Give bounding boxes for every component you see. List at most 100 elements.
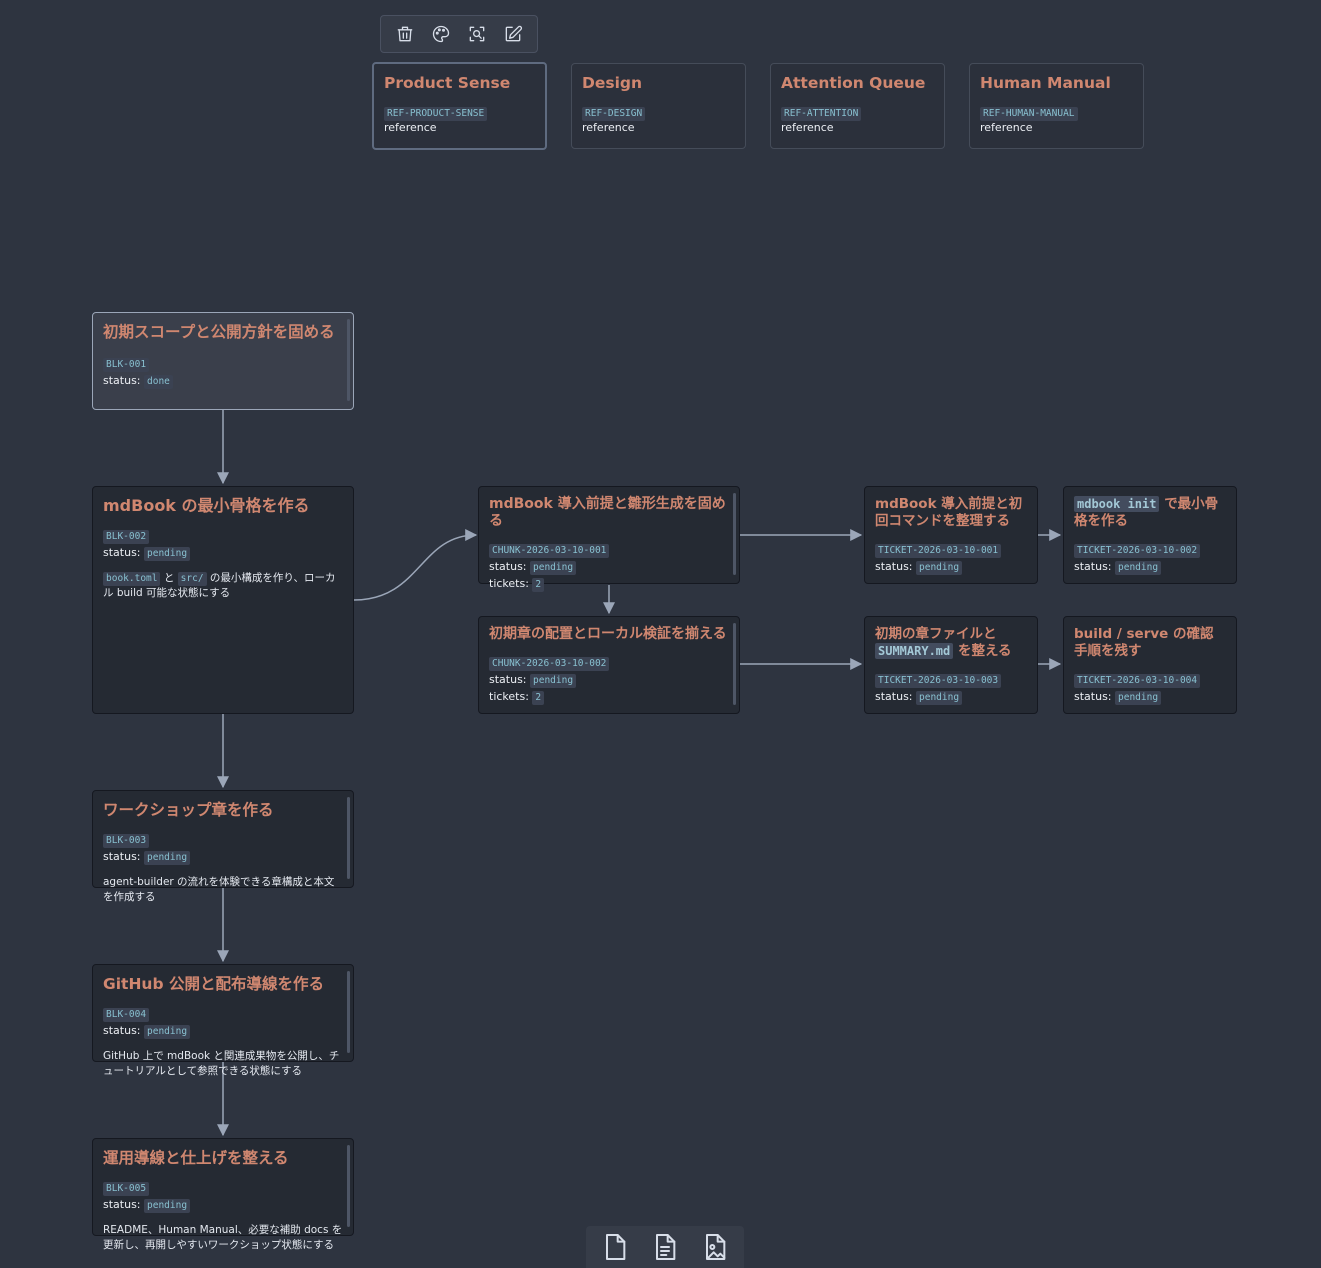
node-description: agent-builder の流れを体験できる章構成と本文を作成する [103, 876, 335, 903]
zoom-fit-icon [469, 26, 485, 42]
title-text: で最小骨格を作る [1074, 496, 1219, 529]
delete-button[interactable] [391, 20, 419, 48]
reference-node-product-sense[interactable]: Product Sense REF-PRODUCT-SENSE referenc… [372, 62, 547, 150]
status-label: status: [875, 690, 913, 703]
title-code: SUMMARY.md [875, 643, 954, 659]
node-id: REF-PRODUCT-SENSE [384, 107, 488, 121]
tickets-label: tickets: [489, 690, 529, 703]
desc-code: src/ [177, 572, 207, 586]
desc-code: book.toml [103, 572, 161, 586]
palette-icon [432, 25, 450, 43]
node-status: status: done [103, 373, 343, 389]
ticket-node-004[interactable]: build / serve の確認手順を残す TICKET-2026-03-10… [1063, 616, 1237, 714]
node-id: REF-DESIGN [582, 107, 646, 121]
block-node-blk-001[interactable]: 初期スコープと公開方針を固める BLK-001 status: done [92, 312, 354, 410]
status-badge: pending [1115, 561, 1162, 575]
node-scrollbar[interactable] [733, 493, 736, 575]
desc-text: の最小構成を作り、ローカル build 可能な状態にする [103, 572, 336, 599]
ticket-node-003[interactable]: 初期の章ファイルと SUMMARY.md を整える TICKET-2026-03… [864, 616, 1038, 714]
status-label: status: [489, 673, 527, 686]
block-node-blk-005[interactable]: 運用導線と仕上げを整える BLK-005 status: pending REA… [92, 1138, 354, 1251]
chunk-node-002[interactable]: 初期章の配置とローカル検証を揃える CHUNK-2026-03-10-002 s… [478, 616, 740, 714]
status-label: status: [103, 374, 141, 387]
node-status: status: pending [489, 672, 729, 688]
add-media-node-button[interactable] [695, 1227, 735, 1267]
node-ticket-count: tickets: 2 [489, 689, 729, 705]
status-badge: pending [530, 674, 577, 688]
node-status: status: pending [103, 849, 343, 865]
status-label: status: [1074, 690, 1112, 703]
node-id: TICKET-2026-03-10-003 [875, 674, 1002, 688]
title-code: mdbook init [1074, 496, 1160, 512]
node-scrollbar[interactable] [347, 319, 350, 401]
status-badge: pending [144, 851, 191, 865]
status-label: status: [489, 560, 527, 573]
node-status: status: pending [1074, 559, 1226, 575]
node-scrollbar[interactable] [347, 1145, 350, 1227]
node-description: GitHub 上で mdBook と関連成果物を公開し、チュートリアルとして参照… [103, 1050, 340, 1077]
edge-blk002-chunk001 [353, 529, 478, 601]
status-label: status: [103, 1024, 141, 1037]
status-label: status: [103, 850, 141, 863]
add-blank-node-button[interactable] [595, 1227, 635, 1267]
ticket-node-001[interactable]: mdBook 導入前提と初回コマンドを整理する TICKET-2026-03-1… [864, 486, 1038, 584]
status-label: status: [103, 546, 141, 559]
node-title: mdBook 導入前提と初回コマンドを整理する [875, 496, 1023, 529]
node-description: book.toml と src/ の最小構成を作り、ローカル build 可能な… [103, 571, 343, 601]
node-id: TICKET-2026-03-10-001 [875, 544, 1002, 558]
node-title: Design [582, 74, 643, 92]
tickets-label: tickets: [489, 577, 529, 590]
status-badge: pending [530, 561, 577, 575]
node-scrollbar[interactable] [347, 797, 350, 879]
add-text-node-button[interactable] [645, 1227, 685, 1267]
node-id: BLK-003 [103, 834, 150, 848]
reference-node-design[interactable]: Design REF-DESIGN reference [571, 63, 746, 149]
node-id: REF-HUMAN-MANUAL [980, 107, 1078, 121]
node-title: mdBook 導入前提と雛形生成を固める [489, 496, 726, 529]
status-label: status: [103, 1198, 141, 1211]
node-title: Attention Queue [781, 74, 926, 92]
node-title: mdbook init で最小骨格を作る [1074, 496, 1226, 530]
status-label: status: [1074, 560, 1112, 573]
color-button[interactable] [427, 20, 455, 48]
node-status: status: pending [1074, 689, 1226, 705]
node-id: REF-ATTENTION [781, 107, 862, 121]
node-title: ワークショップ章を作る [103, 801, 274, 819]
node-id: BLK-001 [103, 358, 150, 372]
edit-icon [505, 25, 523, 42]
status-badge: pending [916, 691, 963, 705]
node-kind: reference [781, 121, 834, 134]
status-badge: pending [916, 561, 963, 575]
node-id: BLK-004 [103, 1008, 150, 1022]
node-ticket-count: tickets: 2 [489, 576, 729, 592]
node-status: status: pending [103, 1023, 343, 1039]
node-status: status: pending [875, 559, 1027, 575]
node-status: status: pending [103, 545, 343, 561]
status-label: status: [875, 560, 913, 573]
title-text: 初期の章ファイルと [875, 626, 997, 642]
node-title: build / serve の確認手順を残す [1074, 626, 1214, 659]
block-node-blk-004[interactable]: GitHub 公開と配布導線を作る BLK-004 status: pendin… [92, 964, 354, 1077]
block-node-blk-003[interactable]: ワークショップ章を作る BLK-003 status: pending agen… [92, 790, 354, 903]
reference-node-attention-queue[interactable]: Attention Queue REF-ATTENTION reference [770, 63, 945, 149]
node-id: BLK-002 [103, 530, 150, 544]
node-title: 初期章の配置とローカル検証を揃える [489, 626, 727, 642]
block-node-blk-002[interactable]: mdBook の最小骨格を作る BLK-002 status: pending … [92, 486, 354, 714]
node-kind: reference [582, 121, 635, 134]
node-title: 初期スコープと公開方針を固める [103, 323, 335, 341]
text-file-icon [656, 1234, 676, 1260]
ticket-node-002[interactable]: mdbook init で最小骨格を作る TICKET-2026-03-10-0… [1063, 486, 1237, 584]
chunk-node-001[interactable]: mdBook 導入前提と雛形生成を固める CHUNK-2026-03-10-00… [478, 486, 740, 592]
node-id: CHUNK-2026-03-10-001 [489, 544, 610, 558]
zoom-to-fit-button[interactable] [463, 20, 491, 48]
node-id: TICKET-2026-03-10-002 [1074, 544, 1201, 558]
node-title: mdBook の最小骨格を作る [103, 496, 310, 515]
node-scrollbar[interactable] [733, 623, 736, 705]
trash-icon [397, 26, 413, 42]
node-scrollbar[interactable] [347, 971, 350, 1053]
reference-node-human-manual[interactable]: Human Manual REF-HUMAN-MANUAL reference [969, 63, 1144, 149]
node-title: 初期の章ファイルと SUMMARY.md を整える [875, 626, 1027, 660]
edit-button[interactable] [499, 20, 527, 48]
blank-file-icon [606, 1234, 626, 1260]
